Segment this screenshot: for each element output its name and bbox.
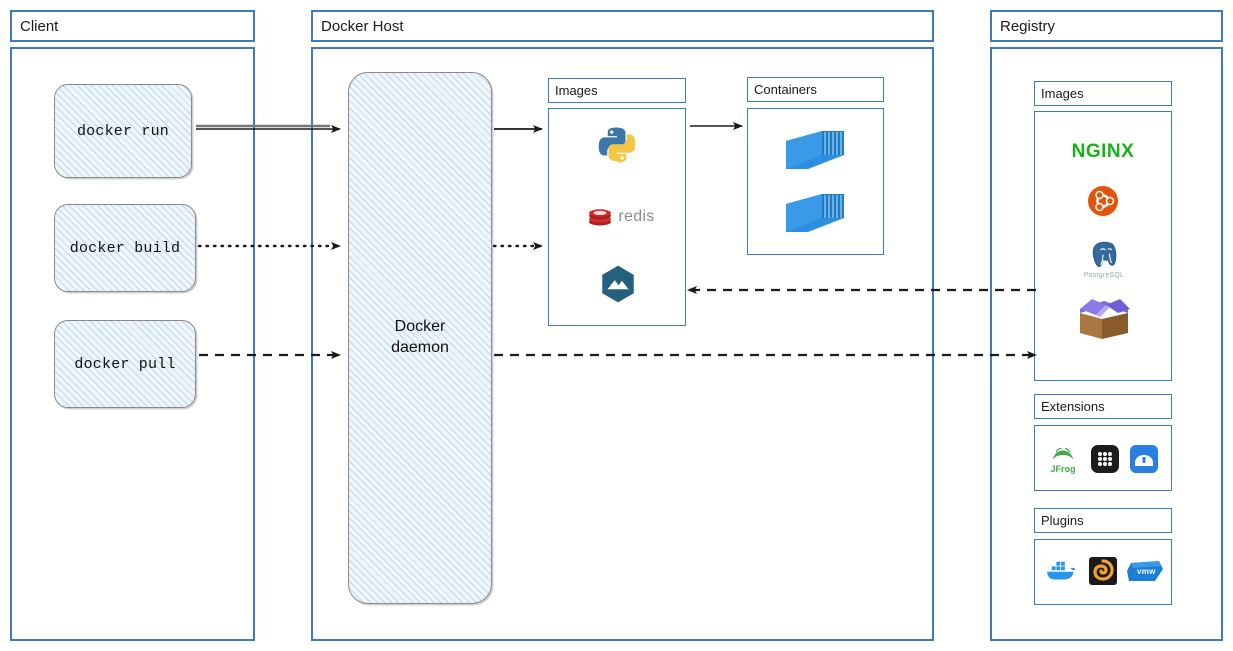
registry-images-header: Images — [1034, 81, 1172, 106]
registry-images-title: Images — [1041, 86, 1084, 101]
registry-plugins-title: Plugins — [1041, 513, 1084, 528]
docker-build-label: docker build — [69, 239, 181, 257]
grafana-logo — [1088, 556, 1118, 586]
vmware-logo: vmw — [1124, 556, 1166, 586]
grid-apps-icon[interactable] — [1090, 444, 1120, 474]
host-containers-body — [747, 108, 884, 255]
redis-logo: redis — [586, 200, 656, 234]
host-panel-title: Docker Host — [321, 17, 404, 35]
nginx-logo: NGINX — [1034, 138, 1172, 166]
docker-whale-logo — [1043, 556, 1079, 586]
registry-extensions-header: Extensions — [1034, 394, 1172, 419]
minio-logo — [596, 262, 640, 306]
host-panel-header: Docker Host — [311, 10, 934, 42]
container-box-icon — [783, 190, 847, 236]
host-containers-header: Containers — [747, 77, 884, 102]
docker-daemon-label: Docker daemon — [391, 317, 449, 359]
docker-pull-label: docker pull — [74, 355, 176, 373]
registry-panel-title: Registry — [1000, 17, 1056, 35]
host-containers-title: Containers — [754, 82, 817, 97]
registry-extensions-title: Extensions — [1041, 399, 1105, 414]
registry-panel-header: Registry — [990, 10, 1223, 42]
host-images-title: Images — [555, 83, 598, 98]
host-images-header: Images — [548, 78, 686, 103]
docker-run-box[interactable]: docker run — [54, 84, 192, 178]
postgresql-wordmark: PostgreSQL — [1083, 271, 1125, 279]
docker-run-label: docker run — [76, 122, 169, 140]
docker-daemon-box[interactable]: Docker daemon — [348, 72, 492, 604]
docker-daemon-line1: Docker — [394, 318, 446, 336]
package-box-logo — [1075, 292, 1133, 344]
portainer-logo[interactable] — [1129, 444, 1159, 474]
docker-build-box[interactable]: docker build — [54, 204, 196, 292]
vmware-wordmark: vmw — [1137, 567, 1156, 576]
docker-daemon-line2: daemon — [391, 339, 449, 356]
jfrog-logo: JFrog — [1045, 443, 1081, 477]
python-logo — [595, 123, 639, 167]
container-box-icon — [783, 127, 847, 173]
jfrog-wordmark: JFrog — [1050, 464, 1076, 474]
ubuntu-logo — [1086, 184, 1120, 218]
client-panel-title: Client — [20, 17, 59, 35]
redis-wordmark: redis — [618, 208, 655, 225]
docker-pull-box[interactable]: docker pull — [54, 320, 196, 408]
postgresql-logo: PostgreSQL — [1078, 236, 1130, 280]
nginx-wordmark: NGINX — [1071, 141, 1135, 162]
registry-plugins-header: Plugins — [1034, 508, 1172, 533]
client-panel-header: Client — [10, 10, 255, 42]
